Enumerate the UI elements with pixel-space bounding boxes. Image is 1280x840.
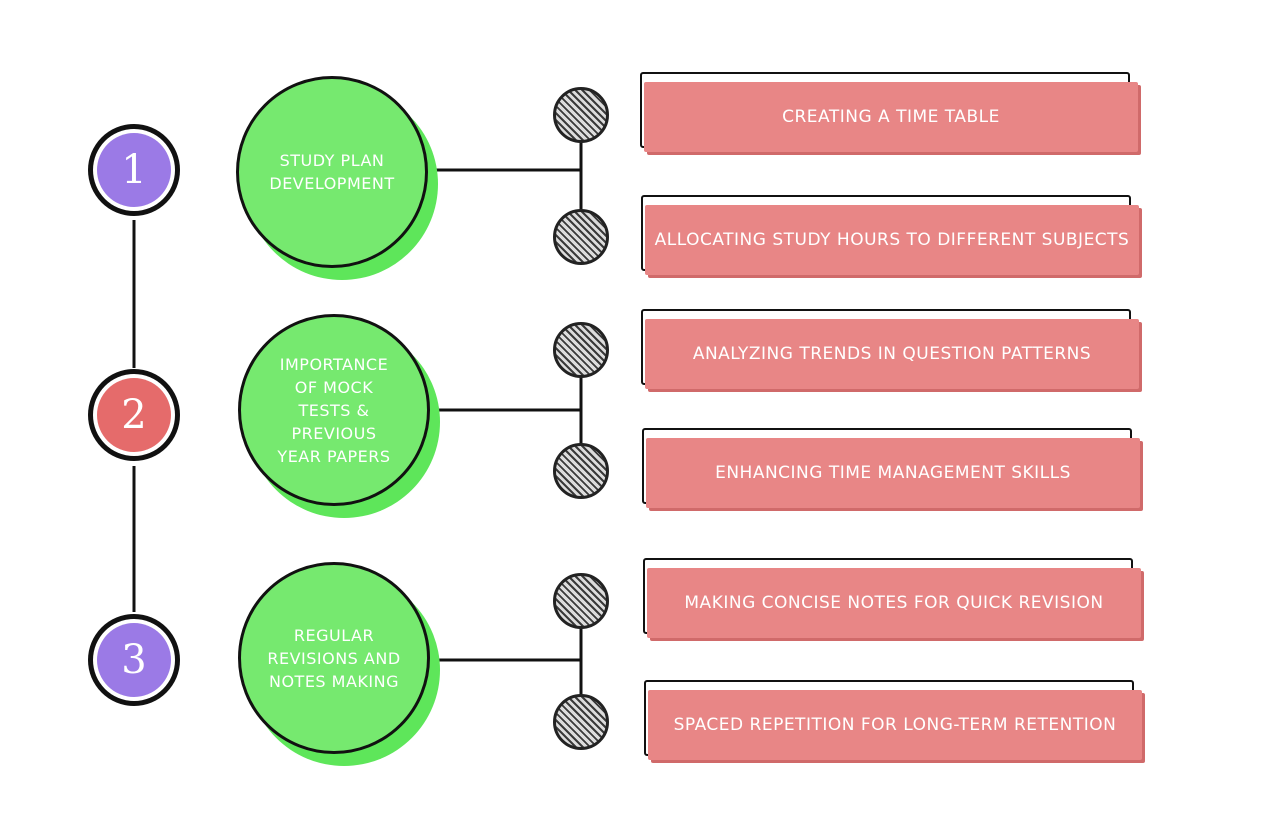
item-label: Creating a Time Table (782, 107, 1000, 127)
item-box: Creating a Time Table (640, 72, 1138, 152)
hatched-node (553, 87, 609, 143)
item-box: Enhancing Time Management Skills (642, 428, 1140, 508)
item-box: Making Concise Notes for Quick Revision (643, 558, 1141, 638)
item-label: Making Concise Notes for Quick Revision (684, 593, 1104, 613)
hatched-node (553, 573, 609, 629)
topic-label: Regular Revisions and Notes Making (267, 625, 401, 691)
item-label: Enhancing Time Management Skills (715, 463, 1071, 483)
item-label: Spaced Repetition for Long-Term Retentio… (673, 715, 1117, 735)
item-box: Allocating Study Hours to Different Subj… (641, 195, 1139, 275)
hatched-node (553, 209, 609, 265)
item-box: Analyzing Trends in Question Patterns (641, 309, 1139, 389)
topic-circle-3: Regular Revisions and Notes Making (238, 562, 440, 766)
step-number-label: 1 (121, 147, 147, 193)
hatched-node (553, 322, 609, 378)
item-label: Analyzing Trends in Question Patterns (692, 344, 1092, 364)
hatched-node (553, 443, 609, 499)
hatched-node (553, 694, 609, 750)
step-number-fill: 3 (97, 623, 171, 697)
step-number-2: 2 (88, 369, 180, 461)
topic-circle-2: Importance of Mock Tests & Previous Year… (238, 314, 440, 518)
topic-label: Importance of Mock Tests & Previous Year… (277, 354, 391, 466)
step-number-fill: 2 (97, 378, 171, 452)
topic-label: Study Plan Development (269, 151, 395, 193)
item-label: Allocating Study Hours to Different Subj… (654, 230, 1130, 250)
step-number-1: 1 (88, 124, 180, 216)
step-number-fill: 1 (97, 133, 171, 207)
item-box: Spaced Repetition for Long-Term Retentio… (644, 680, 1142, 760)
topic-circle-1: Study Plan Development (236, 76, 438, 280)
step-number-label: 3 (121, 637, 147, 683)
step-number-label: 2 (121, 392, 147, 438)
step-number-3: 3 (88, 614, 180, 706)
